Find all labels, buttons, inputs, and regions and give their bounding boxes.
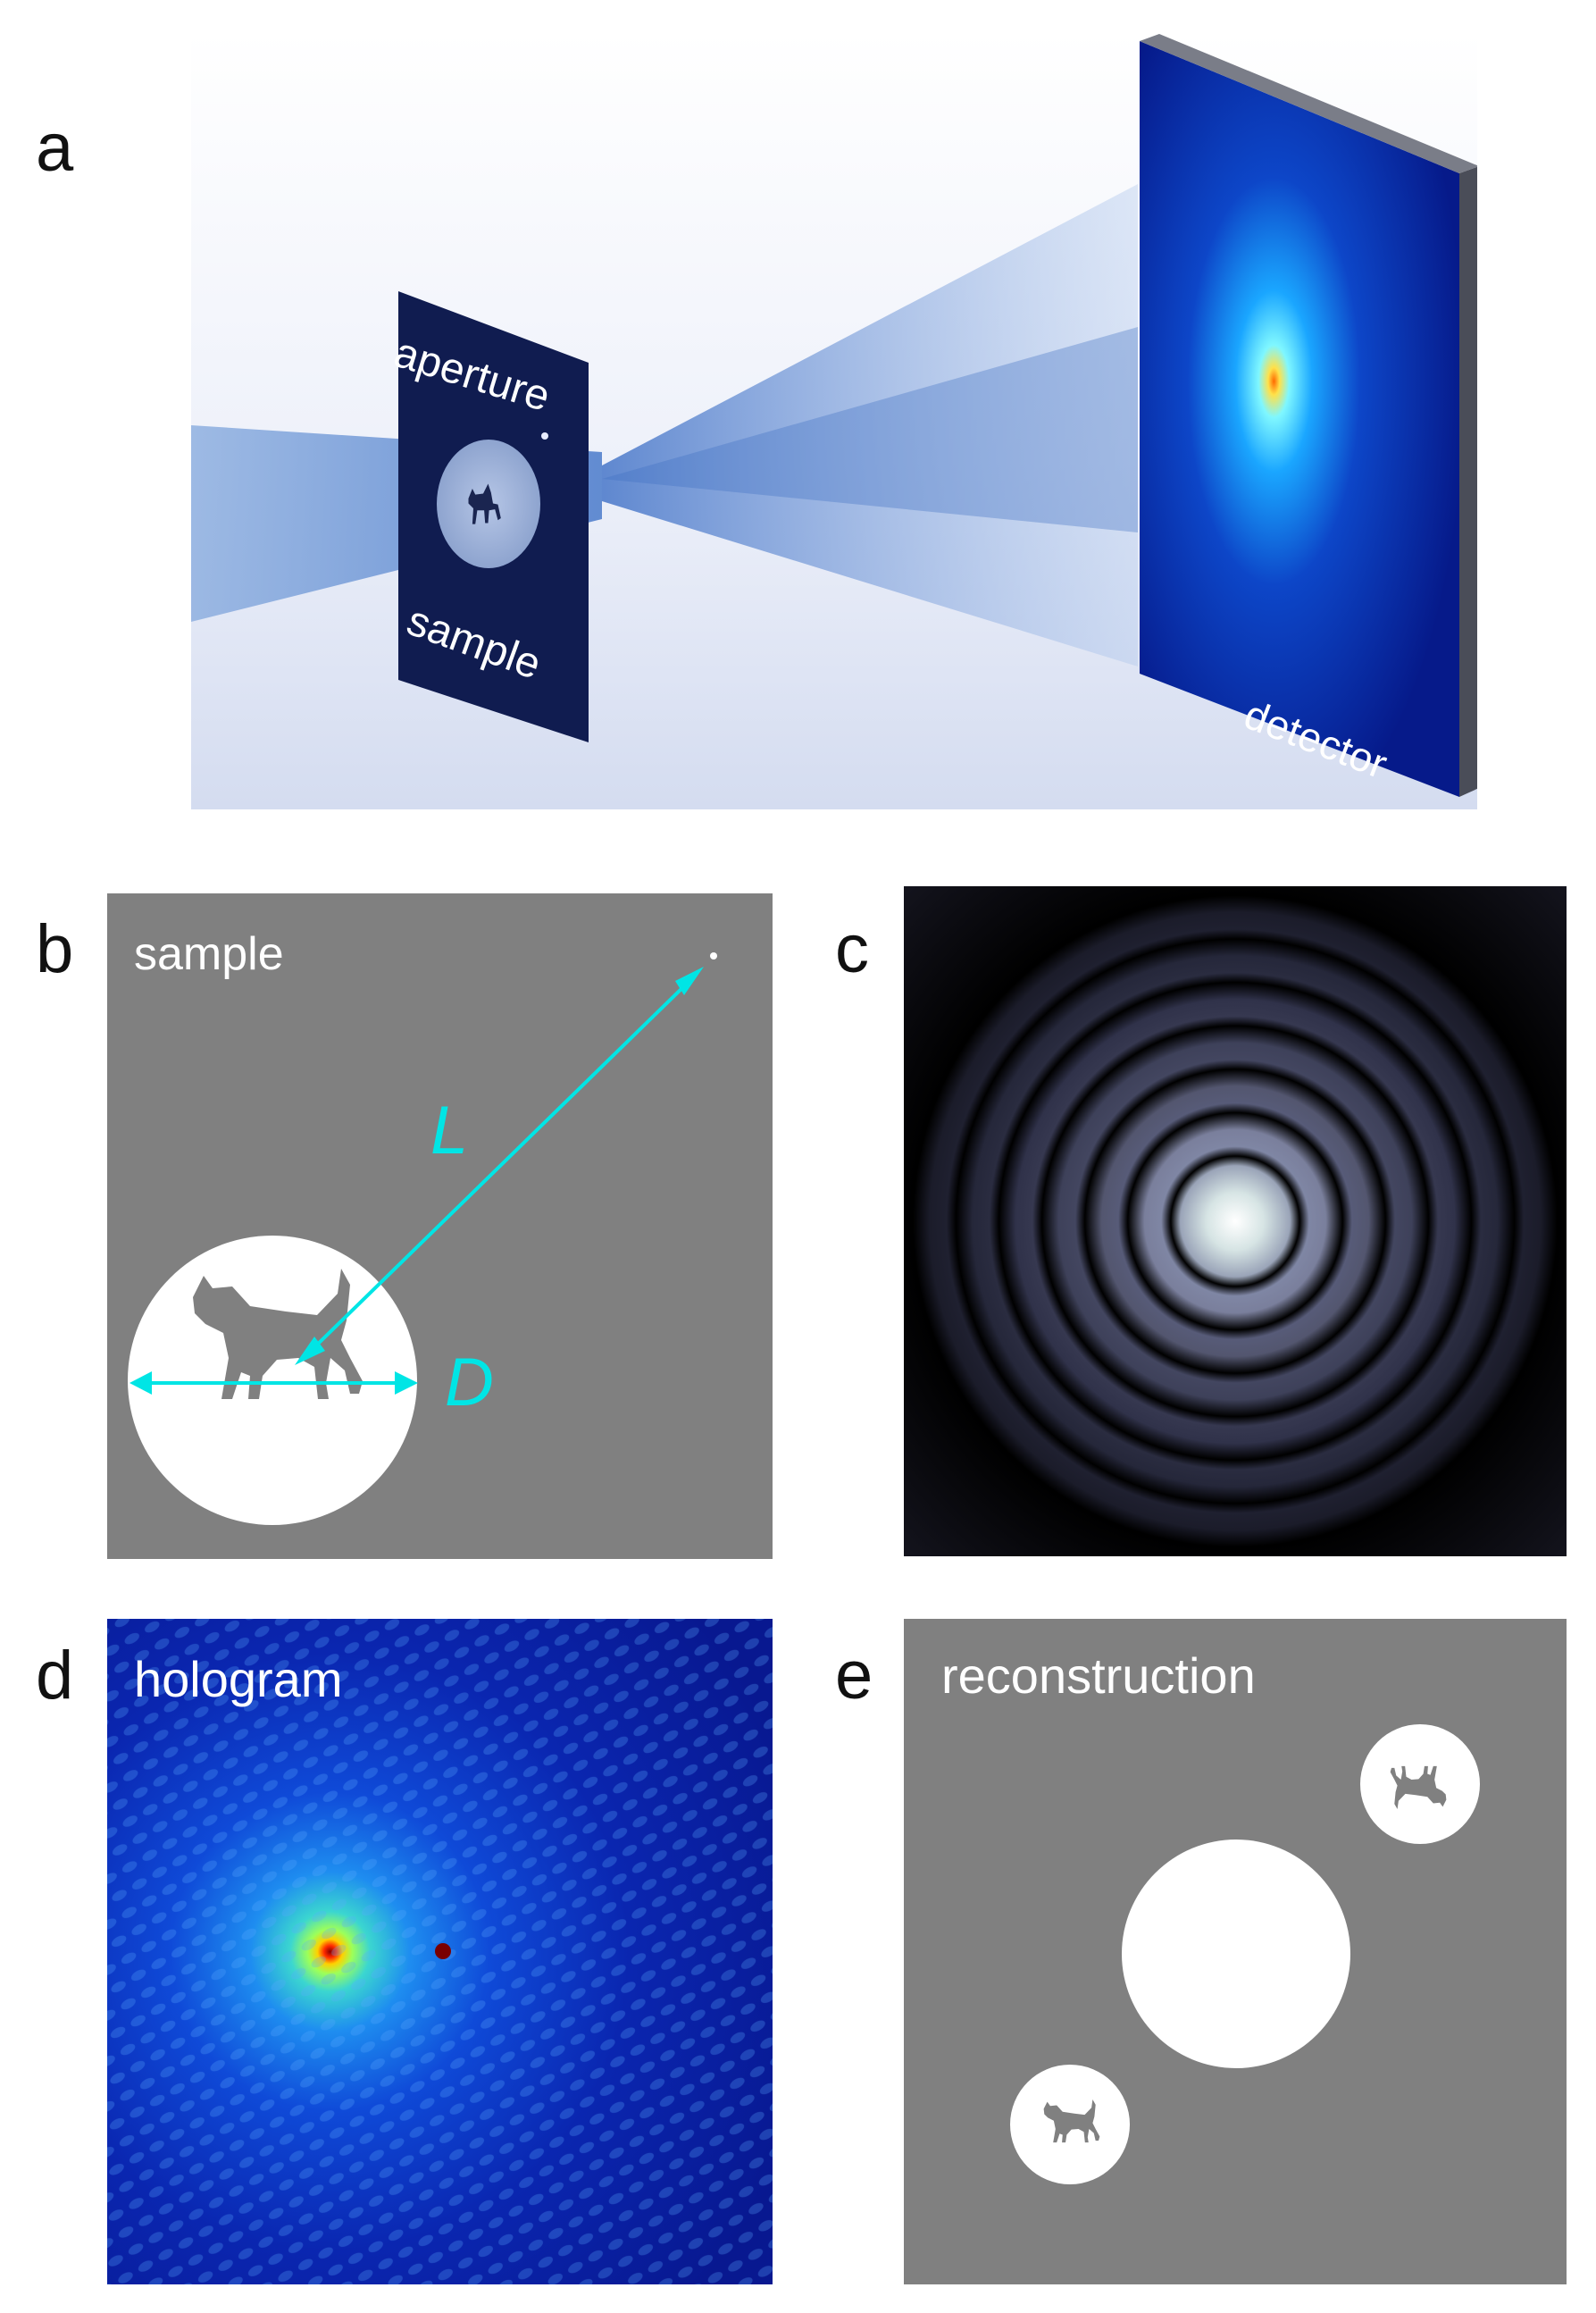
panel-a-setup-illustration: aperture sample detector (191, 32, 1477, 809)
panel-letter-d: d (36, 1638, 74, 1714)
cat-silhouette-icon (1043, 2099, 1100, 2143)
double-arrow-icon (295, 967, 704, 1365)
reconstruction-image (1010, 1724, 1480, 2184)
hologram-title: hologram (134, 1651, 343, 1707)
sample-title: sample (134, 928, 284, 980)
detector-edge (1459, 166, 1477, 797)
panel-b-sample: sample L D (107, 893, 773, 1559)
central-peak (435, 1943, 451, 1959)
distance-label-L: L (430, 1093, 469, 1169)
airy-rings (904, 886, 1567, 1556)
diameter-label-D: D (445, 1345, 494, 1420)
panel-letter-a: a (36, 110, 74, 186)
panel-e-reconstruction: reconstruction (904, 1619, 1567, 2284)
panel-letter-b: b (36, 911, 74, 987)
diffracted-cone (602, 184, 1138, 666)
setup-diagram (191, 32, 1477, 809)
hologram-image (107, 1619, 773, 2284)
reference-pinhole (541, 432, 548, 440)
autocorrelation-disk (1122, 1840, 1350, 2068)
double-arrow-icon (130, 1371, 418, 1395)
cat-silhouette-icon (468, 483, 501, 524)
reference-pinhole (710, 952, 717, 960)
panel-letter-e: e (835, 1638, 873, 1714)
panel-letter-c: c (835, 911, 869, 987)
reconstruction-title: reconstruction (941, 1647, 1256, 1704)
panel-c-airy-pattern (904, 886, 1567, 1556)
sample-circle (128, 1236, 417, 1525)
cat-silhouette-icon (1390, 1765, 1447, 1810)
cat-silhouette-icon (193, 1269, 363, 1399)
sample-schematic (128, 952, 717, 1525)
detector-screen (1140, 41, 1459, 797)
panel-d-hologram: hologram (107, 1619, 773, 2284)
